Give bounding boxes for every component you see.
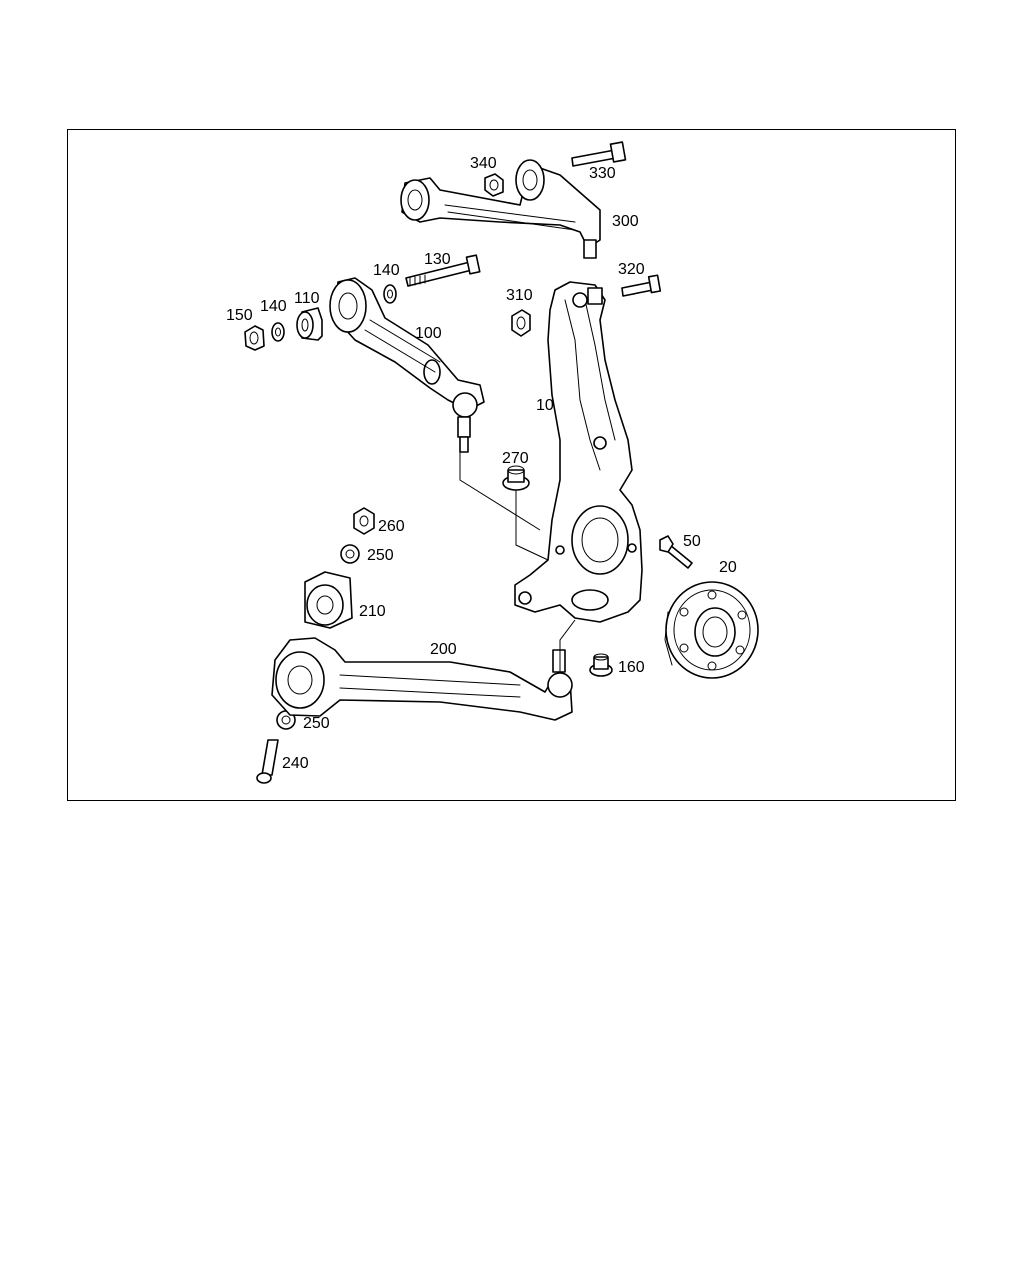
- nut-270[interactable]: [502, 465, 530, 491]
- washer-140-upper[interactable]: [383, 284, 397, 304]
- label-100: 100: [415, 325, 442, 342]
- washer-140-lower[interactable]: [271, 322, 285, 342]
- label-320: 320: [618, 261, 645, 278]
- upper-control-arm-300[interactable]: [400, 159, 601, 259]
- label-20: 20: [719, 559, 737, 576]
- nut-340[interactable]: [484, 173, 504, 197]
- label-340: 340: [470, 155, 497, 172]
- label-160: 160: [618, 659, 645, 676]
- label-260: 260: [378, 518, 405, 535]
- label-330: 330: [589, 165, 616, 182]
- nut-160[interactable]: [589, 653, 613, 677]
- label-300: 300: [612, 213, 639, 230]
- bolt-240[interactable]: [256, 739, 279, 784]
- nut-260[interactable]: [353, 507, 375, 535]
- label-250-upper: 250: [367, 547, 394, 564]
- nut-310[interactable]: [511, 309, 531, 337]
- bolt-130[interactable]: [405, 254, 481, 287]
- bolt-50[interactable]: [659, 535, 693, 569]
- label-140-upper: 140: [373, 262, 400, 279]
- nut-150[interactable]: [244, 325, 265, 351]
- label-210: 210: [359, 603, 386, 620]
- wheel-hub-20[interactable]: [664, 581, 759, 679]
- control-arm-100[interactable]: [329, 277, 485, 453]
- label-250-lower: 250: [303, 715, 330, 732]
- label-240: 240: [282, 755, 309, 772]
- leader-lines: [459, 452, 576, 672]
- bolt-320[interactable]: [621, 274, 662, 297]
- bushing-110[interactable]: [296, 307, 323, 341]
- label-10: 10: [536, 397, 554, 414]
- label-310: 310: [506, 287, 533, 304]
- label-200: 200: [430, 641, 457, 658]
- diagram-frame: [67, 129, 956, 801]
- label-270: 270: [502, 450, 529, 467]
- label-130: 130: [424, 251, 451, 268]
- bushing-210[interactable]: [304, 571, 353, 629]
- label-150: 150: [226, 307, 253, 324]
- washer-250-upper[interactable]: [340, 544, 360, 564]
- label-140-lower: 140: [260, 298, 287, 315]
- control-arm-200[interactable]: [271, 637, 573, 721]
- bolt-330[interactable]: [571, 141, 627, 167]
- label-50: 50: [683, 533, 701, 550]
- label-110: 110: [294, 290, 320, 307]
- steering-knuckle-10[interactable]: [514, 281, 643, 623]
